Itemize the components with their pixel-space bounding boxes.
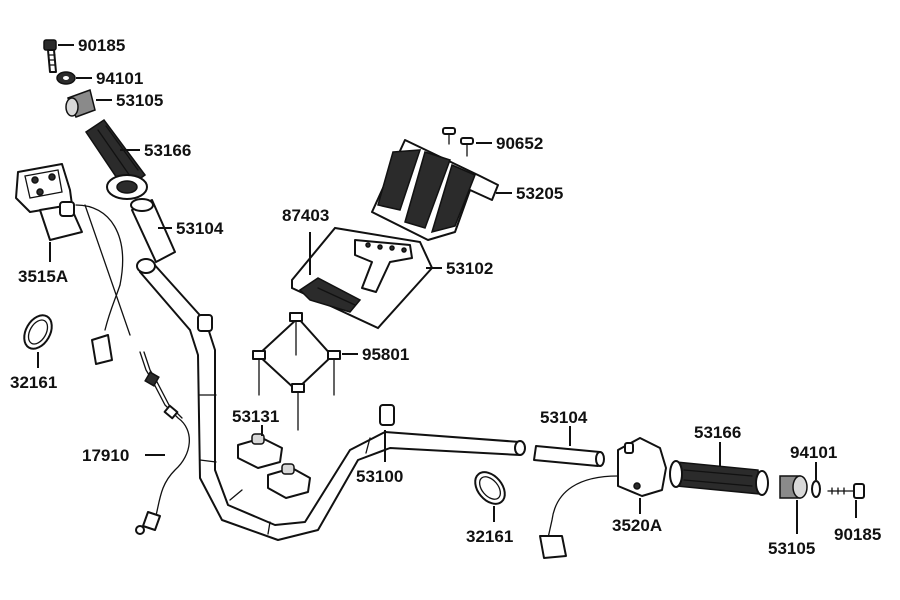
band-left-part: [23, 314, 53, 350]
bracket-part: [291, 226, 434, 330]
weight-right-part: [779, 475, 808, 499]
holder-part: [237, 433, 311, 499]
grip-cover-right-part: [533, 445, 605, 467]
label-washer-right: 94101: [790, 443, 837, 462]
label-band-left: 32161: [10, 373, 57, 392]
master-cylinder-part: [15, 163, 131, 365]
label-grip-cover-right: 53104: [540, 408, 588, 427]
label-bolt-top-left: 90185: [78, 36, 125, 55]
grip-left-part: [84, 118, 148, 200]
band-right-part: [474, 471, 506, 505]
handlebar-part: [136, 258, 526, 541]
grip-cover-left-part: [130, 198, 176, 263]
bolt-top-left-part: [43, 39, 57, 73]
label-cover: 53205: [516, 184, 563, 203]
label-band-right: 32161: [466, 527, 513, 546]
label-washer-top-left: 94101: [96, 69, 143, 88]
label-master-cylinder: 3515A: [18, 267, 68, 286]
label-cable: 17910: [82, 446, 129, 465]
switch-right-part: [539, 437, 667, 559]
bolt-right-part: [827, 483, 865, 499]
label-bolts: 95801: [362, 345, 409, 364]
label-bolt-right: 90185: [834, 525, 881, 544]
label-grip-cover-left: 53104: [176, 219, 224, 238]
grip-right-part: [669, 460, 769, 496]
cable-part: [135, 351, 190, 535]
label-grip-left: 53166: [144, 141, 191, 160]
label-weight-top-left: 53105: [116, 91, 163, 110]
screw-cover-part: [442, 127, 474, 157]
washer-top-left-part: [56, 71, 76, 85]
label-holder: 53131: [232, 407, 279, 426]
label-screw-cover: 90652: [496, 134, 543, 153]
label-handlebar: 53100: [356, 467, 403, 486]
label-grip-right: 53166: [694, 423, 741, 442]
label-bracket: 53102: [446, 259, 493, 278]
label-weight-right: 53105: [768, 539, 815, 558]
washer-right-part: [811, 480, 821, 498]
label-switch-right: 3520A: [612, 516, 662, 535]
cover-part: [371, 139, 499, 241]
bolts-part: [252, 312, 341, 431]
label-bracket-screw: 87403: [282, 206, 329, 225]
weight-top-left-part: [65, 89, 96, 118]
